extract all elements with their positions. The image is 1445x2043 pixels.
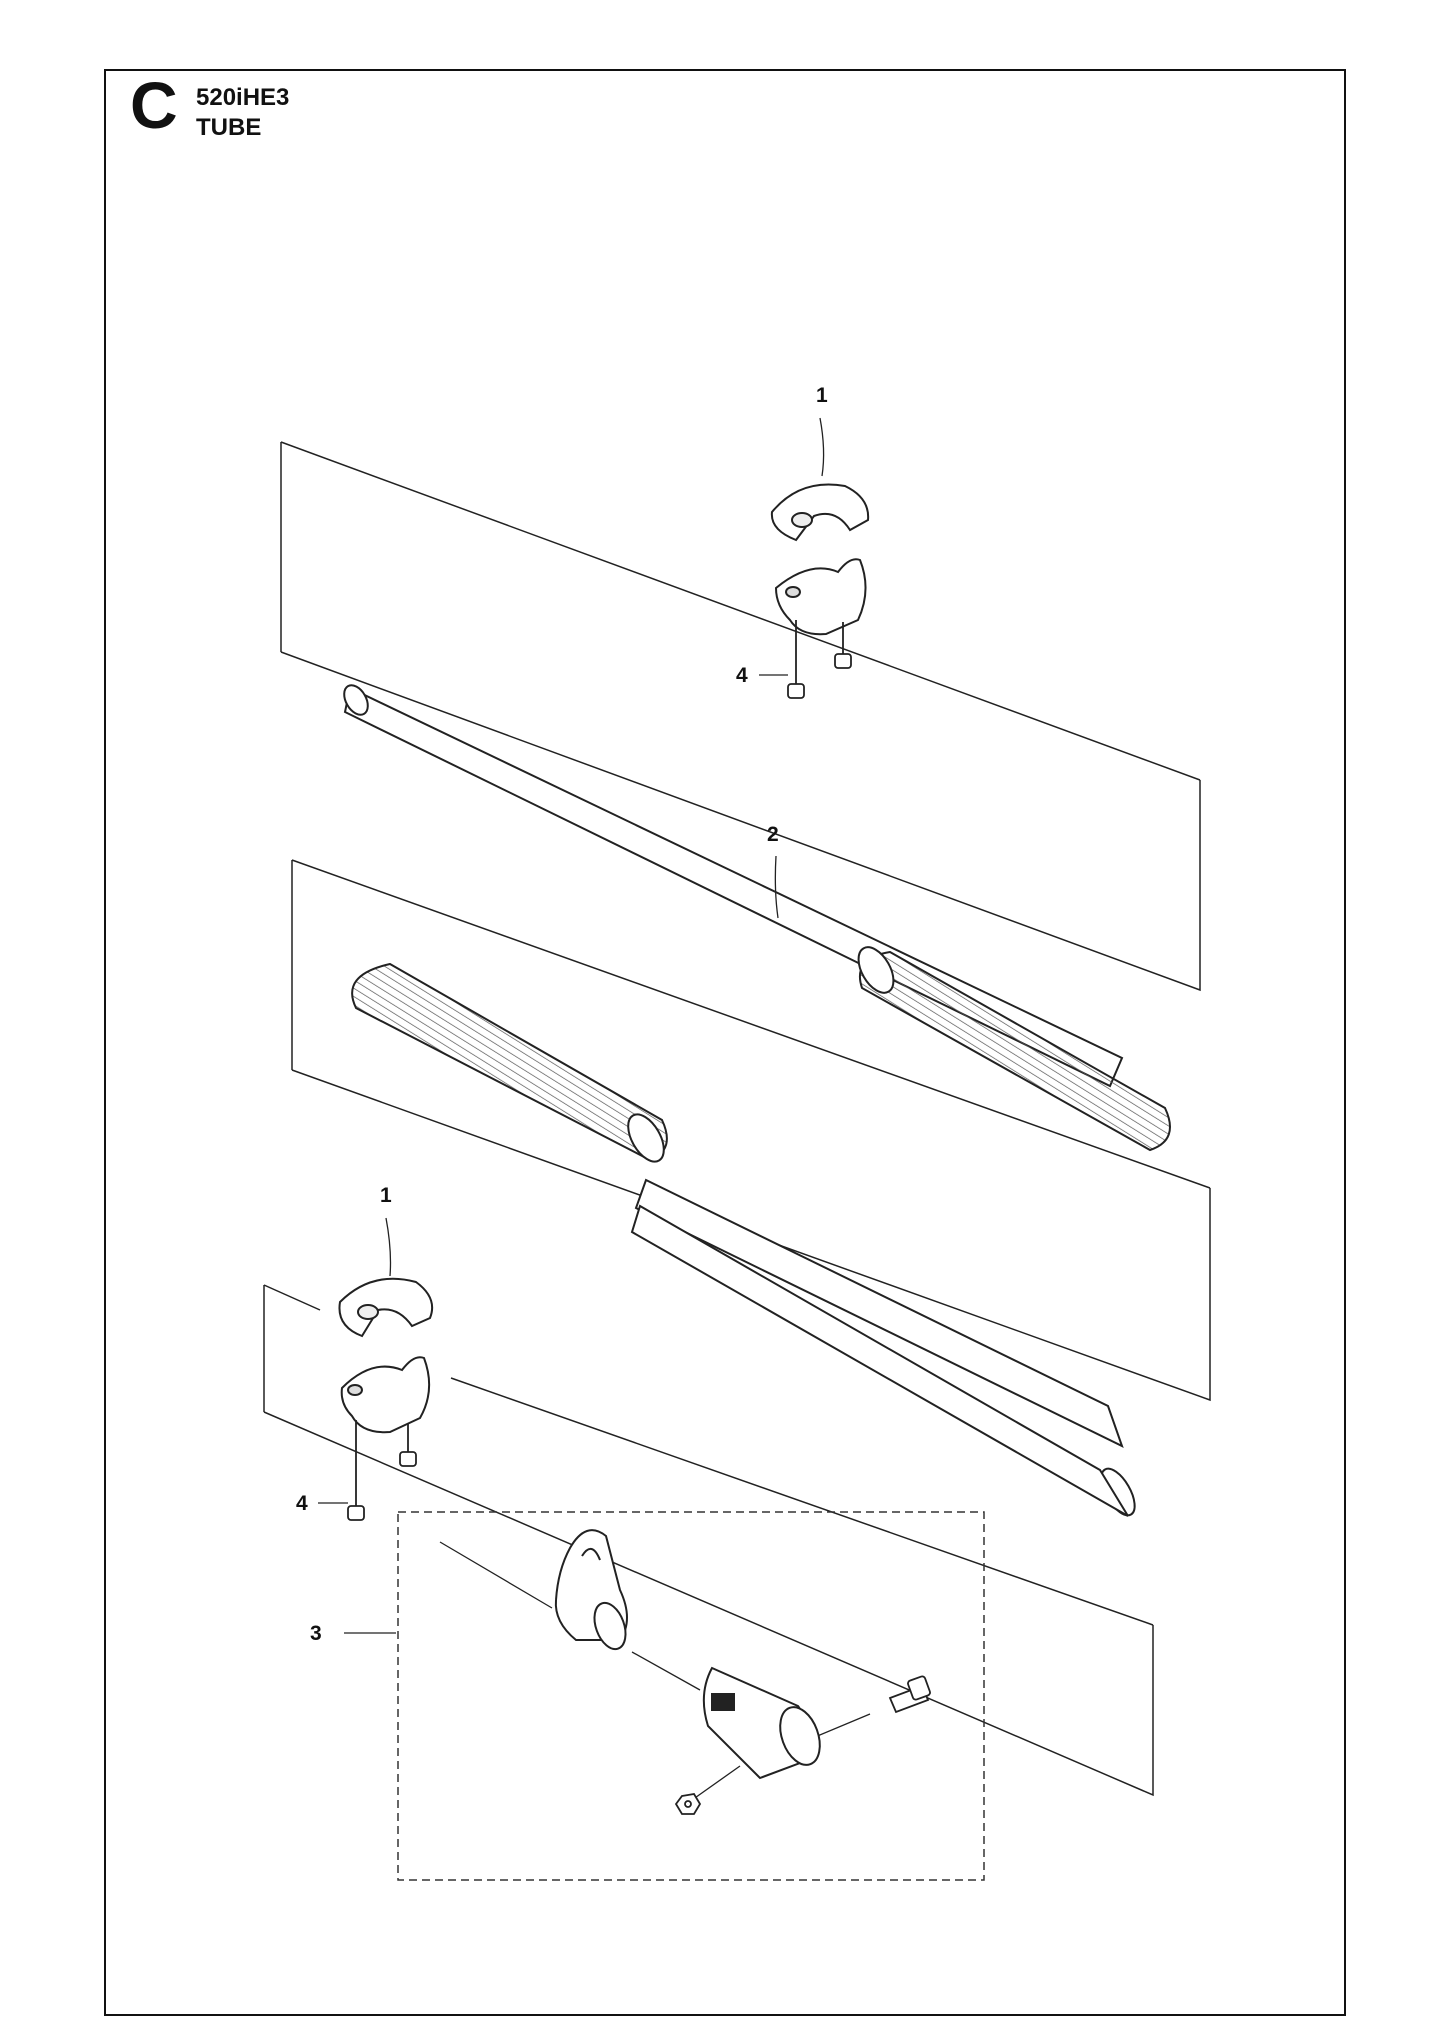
grip-upper xyxy=(857,946,1171,1152)
leader-lines xyxy=(318,417,825,1634)
middle-plane-outline xyxy=(291,859,1211,1402)
lower-screws xyxy=(347,1420,417,1521)
upper-plane-outline xyxy=(280,441,1201,992)
callout-part-4-lower: 4 xyxy=(296,1492,308,1515)
callout-part-2: 2 xyxy=(767,823,779,846)
tube-coupler xyxy=(702,1666,821,1780)
lock-nut xyxy=(674,1793,702,1815)
upper-clamp-cap xyxy=(770,483,870,542)
lower-plane-outline xyxy=(263,1284,1154,1797)
upper-clamp-base xyxy=(774,558,867,636)
clamp-bolt xyxy=(888,1675,931,1714)
callout-part-3: 3 xyxy=(310,1622,322,1645)
callout-part-1-upper: 1 xyxy=(816,384,828,407)
model-number: 520iHE3 xyxy=(196,84,290,111)
upper-screws xyxy=(787,620,852,699)
lower-clamp-cap xyxy=(338,1277,434,1338)
kit-boundary-box xyxy=(397,1511,985,1881)
main-tube xyxy=(343,684,1136,1517)
assembly-title: TUBE xyxy=(196,114,262,141)
drawing-frame xyxy=(104,69,1346,2016)
hanger-bracket xyxy=(554,1529,628,1651)
section-letter: C xyxy=(130,68,178,142)
callout-part-4-upper: 4 xyxy=(736,664,748,687)
lower-clamp-base xyxy=(340,1356,431,1434)
grip-lower xyxy=(351,962,668,1163)
callout-part-1-lower: 1 xyxy=(380,1184,392,1207)
